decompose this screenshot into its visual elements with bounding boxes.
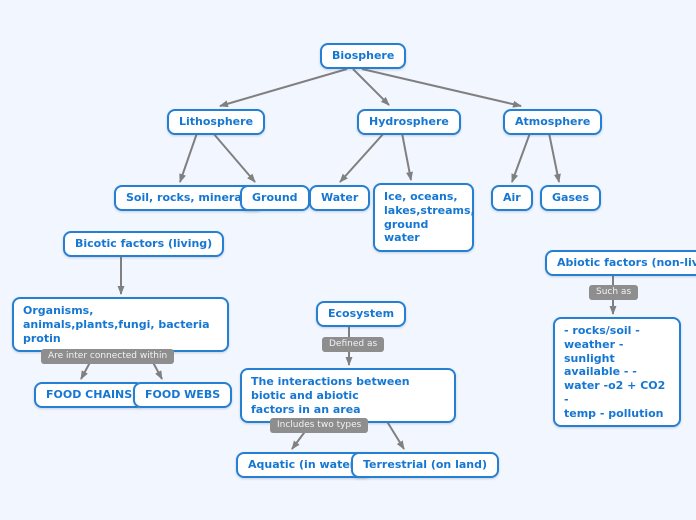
node-soil-rocks-minerals[interactable]: Soil, rocks, minerals (114, 185, 265, 211)
node-atmosphere[interactable]: Atmosphere (503, 109, 603, 135)
node-ground[interactable]: Ground (240, 185, 310, 211)
node-organisms[interactable]: Organisms, animals,plants,fungi, bacteri… (12, 297, 229, 353)
node-air[interactable]: Air (491, 185, 533, 211)
node-ice-oceans[interactable]: Ice, oceans, lakes,streams, ground water (373, 183, 475, 252)
node-biosphere[interactable]: Biosphere (320, 43, 407, 69)
node-food-chains[interactable]: FOOD CHAINS (34, 382, 145, 408)
edge-label-such-as[interactable]: Such as (589, 285, 639, 300)
node-terrestrial[interactable]: Terrestrial (on land) (351, 452, 500, 478)
edge-label-are-inter-connected[interactable]: Are inter connected within (41, 349, 175, 364)
node-lithosphere[interactable]: Lithosphere (167, 109, 266, 135)
node-water[interactable]: Water (309, 185, 371, 211)
node-abiotic-list[interactable]: - rocks/soil - weather - sunlight availa… (553, 317, 681, 428)
node-hydrosphere[interactable]: Hydrosphere (357, 109, 461, 135)
node-interactions[interactable]: The interactions between biotic and abio… (240, 368, 456, 424)
edge-label-defined-as[interactable]: Defined as (322, 337, 385, 352)
node-abiotic-factors[interactable]: Abiotic factors (non-living) (545, 250, 696, 276)
node-aquatic[interactable]: Aquatic (in water) (236, 452, 373, 478)
node-food-webs[interactable]: FOOD WEBS (133, 382, 233, 408)
node-gases[interactable]: Gases (540, 185, 602, 211)
node-ecosystem[interactable]: Ecosystem (316, 301, 407, 327)
node-biotic-factors[interactable]: Bicotic factors (living) (63, 231, 225, 257)
edge-label-includes-two-types[interactable]: Includes two types (270, 418, 369, 433)
